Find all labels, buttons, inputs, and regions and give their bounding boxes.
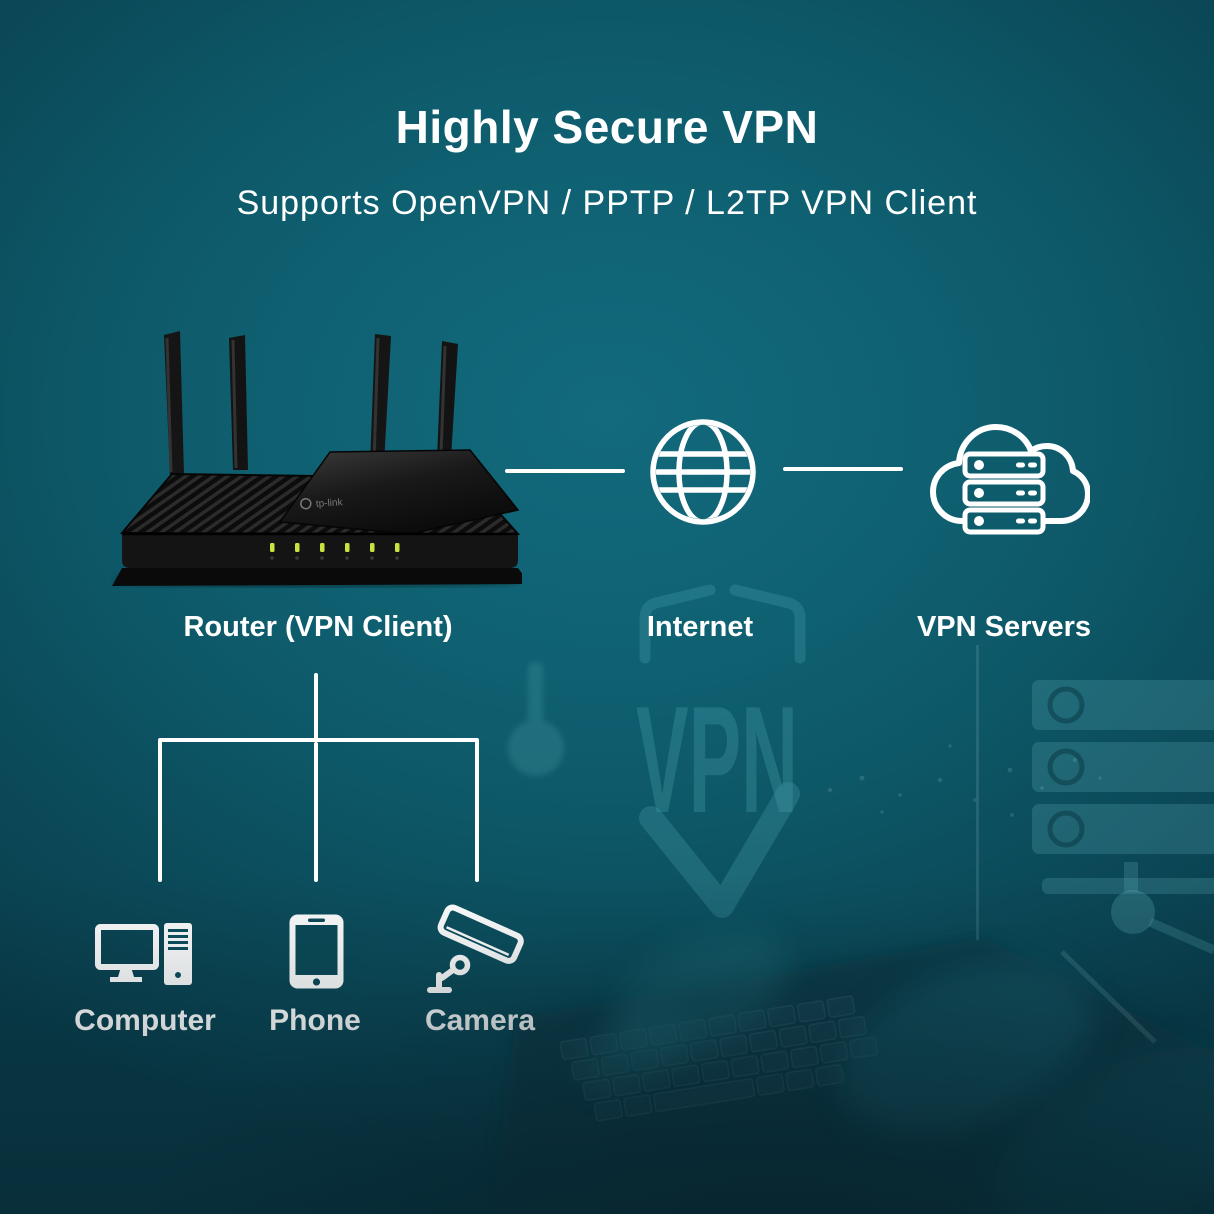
- laptop-hands-silhouette: [492, 930, 1214, 1214]
- cloud-servers-icon: [930, 424, 1090, 535]
- computer-label: Computer: [74, 1004, 216, 1037]
- particles: [828, 744, 1102, 817]
- page-title: Highly Secure VPN: [395, 101, 819, 153]
- globe-icon: [650, 419, 756, 525]
- tree-line-camera: [475, 740, 479, 882]
- router-leds: [270, 543, 400, 560]
- camera-label: Camera: [424, 1004, 536, 1037]
- connector-internet-vpnservers: [783, 467, 903, 471]
- tree-line-phone: [314, 742, 318, 882]
- vpn-shield-watermark: [639, 584, 806, 918]
- camera-icon: [427, 904, 524, 993]
- internet-label: Internet: [646, 611, 754, 643]
- tree-line-stem: [314, 673, 318, 740]
- router-body: tp-link: [112, 449, 522, 586]
- tree-line-computer: [158, 740, 162, 882]
- cloud-server-stack: [962, 451, 1046, 535]
- computer-icon: [95, 923, 192, 985]
- vpn-servers-label: VPN Servers: [916, 611, 1092, 643]
- svg-text:tp-link: tp-link: [316, 497, 344, 510]
- key-silhouette: [508, 662, 564, 776]
- vpn-watermark-text: VPN: [636, 675, 798, 845]
- tplink-logo: tp-link: [300, 497, 344, 510]
- connector-router-internet: [505, 469, 625, 473]
- server-rack-silhouette: [976, 645, 1214, 955]
- router-label: Router (VPN Client): [183, 611, 453, 643]
- page-subtitle: Supports OpenVPN / PPTP / L2TP VPN Clien…: [236, 184, 978, 222]
- tree-line-horizontal: [158, 738, 479, 742]
- router-icon: tp-link: [112, 331, 522, 588]
- phone-label: Phone: [269, 1004, 361, 1037]
- router-antennas: [164, 331, 458, 475]
- phone-icon: [289, 914, 344, 989]
